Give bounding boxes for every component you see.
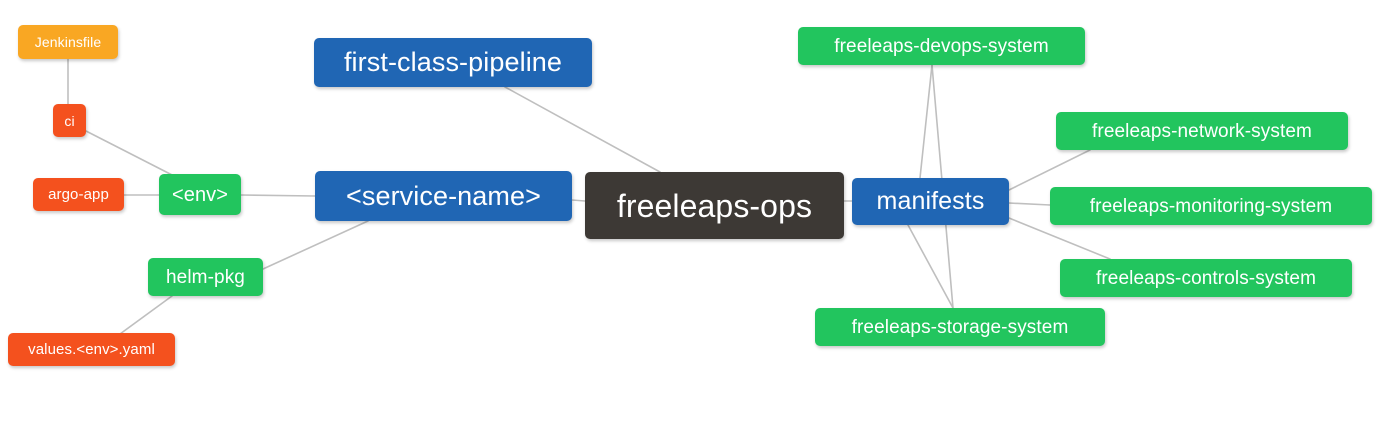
node-freeleaps-storage-system[interactable]: freeleaps-storage-system [815, 308, 1105, 346]
node-first-class-pipeline[interactable]: first-class-pipeline [314, 38, 592, 87]
node-label-values-env-yaml: values.<env>.yaml [28, 341, 155, 358]
node-env[interactable]: <env> [159, 174, 241, 215]
edge-servicename-helmpkg [262, 220, 369, 270]
edge-manifests-monitoring [1008, 202, 1051, 206]
node-ci[interactable]: ci [53, 104, 86, 137]
edge-pipeline-ops [504, 86, 661, 173]
node-freeleaps-network-system[interactable]: freeleaps-network-system [1056, 112, 1348, 150]
node-freeleaps-monitoring-system[interactable]: freeleaps-monitoring-system [1050, 187, 1372, 225]
node-label-freeleaps-ops: freeleaps-ops [616, 187, 813, 224]
node-freeleaps-ops[interactable]: freeleaps-ops [585, 172, 844, 239]
node-label-freeleaps-controls-system: freeleaps-controls-system [1095, 267, 1317, 289]
node-label-freeleaps-monitoring-system: freeleaps-monitoring-system [1089, 195, 1333, 217]
node-label-freeleaps-storage-system: freeleaps-storage-system [851, 316, 1069, 338]
node-label-manifests: manifests [876, 187, 985, 215]
node-values-env-yaml[interactable]: values.<env>.yaml [8, 333, 175, 366]
node-freeleaps-devops-system[interactable]: freeleaps-devops-system [798, 27, 1085, 65]
node-label-freeleaps-devops-system: freeleaps-devops-system [834, 35, 1049, 57]
node-label-helm-pkg: helm-pkg [166, 266, 245, 288]
edge-manifests-storage [907, 224, 954, 309]
node-freeleaps-controls-system[interactable]: freeleaps-controls-system [1060, 259, 1352, 297]
edge-servicename-ops [571, 199, 586, 202]
node-jenkinsfile[interactable]: Jenkinsfile [18, 25, 118, 59]
edge-helmpkg-values [119, 295, 173, 335]
node-helm-pkg[interactable]: helm-pkg [148, 258, 263, 296]
edge-manifests-network [1008, 149, 1091, 191]
node-label-first-class-pipeline: first-class-pipeline [343, 47, 563, 77]
node-label-jenkinsfile: Jenkinsfile [34, 34, 102, 50]
edge-env-servicename [240, 194, 316, 197]
node-label-freeleaps-network-system: freeleaps-network-system [1092, 120, 1312, 142]
node-label-argo-app: argo-app [48, 186, 109, 203]
node-argo-app[interactable]: argo-app [33, 178, 124, 211]
node-label-env: <env> [171, 183, 229, 206]
edge-ci-env [85, 130, 179, 179]
edge-manifests-devops [919, 64, 933, 179]
node-label-ci: ci [64, 112, 75, 129]
node-label-service-name: <service-name> [346, 180, 541, 211]
node-service-name[interactable]: <service-name> [315, 171, 572, 221]
node-manifests[interactable]: manifests [852, 178, 1009, 225]
